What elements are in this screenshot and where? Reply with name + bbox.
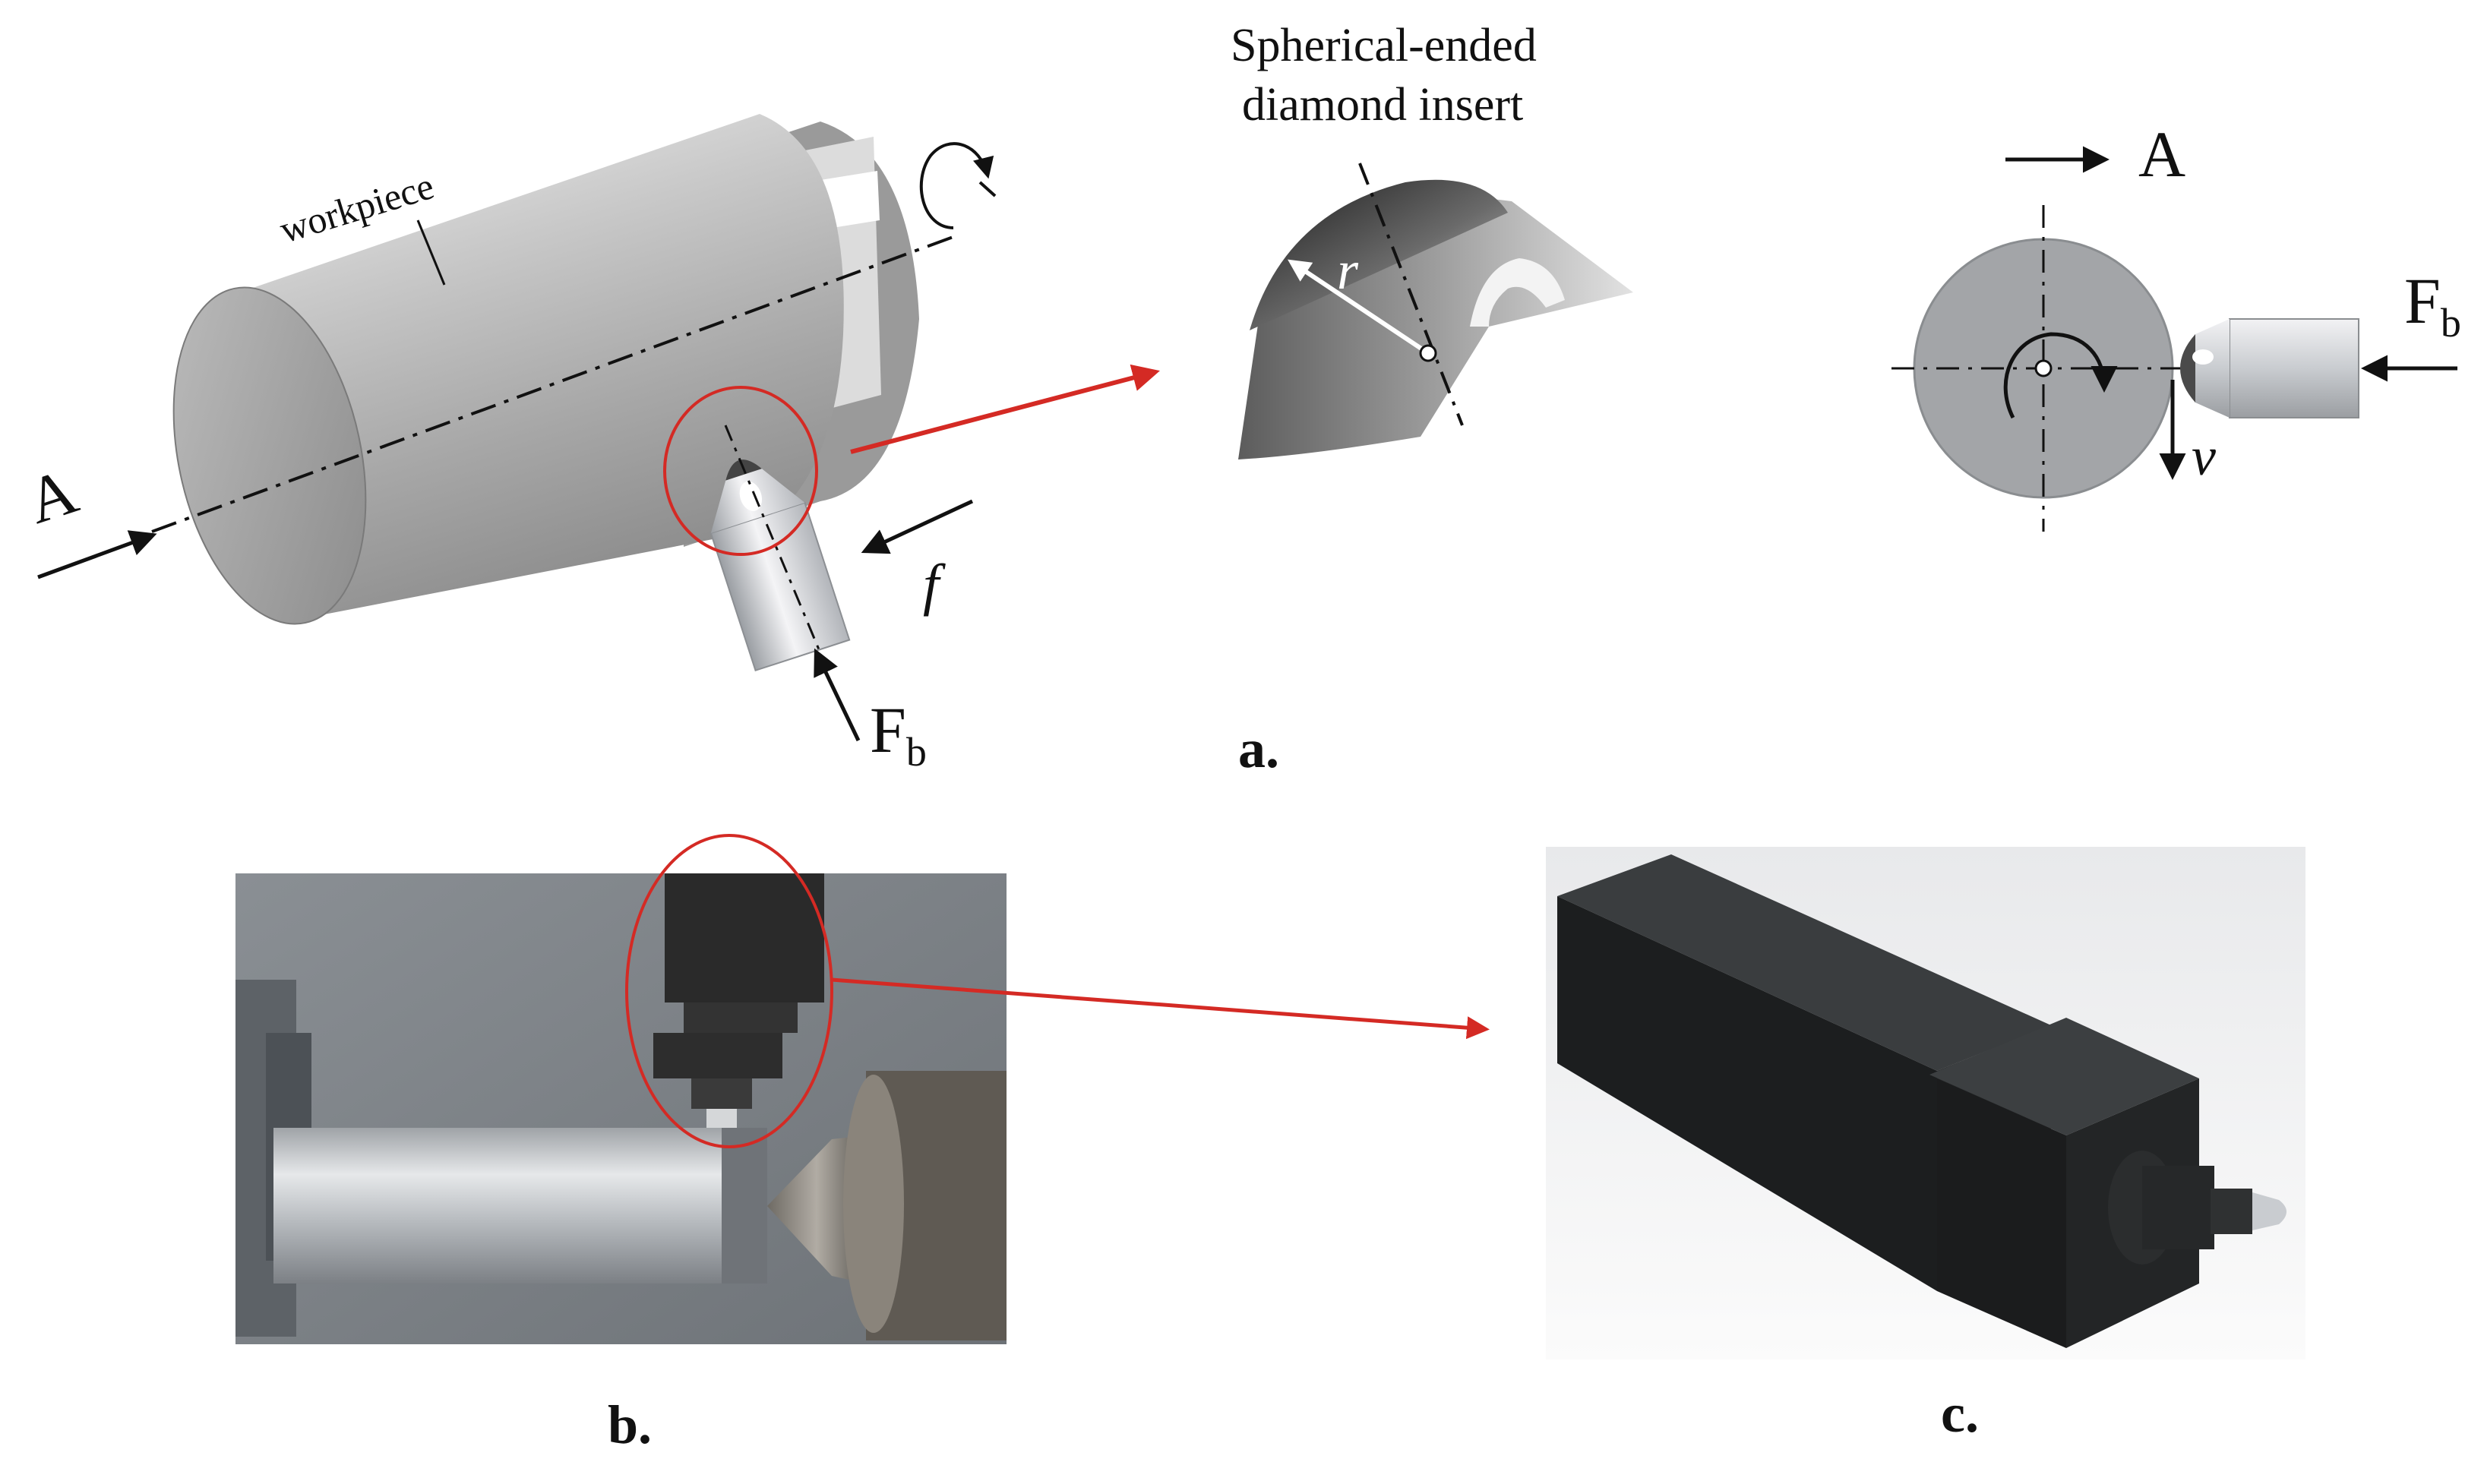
panel-b-photo — [235, 834, 1007, 1344]
side-force-label: Fb — [2404, 264, 2461, 346]
workpiece-front-face — [172, 286, 367, 625]
insert-title-line1: Spherical-ended — [1231, 20, 1537, 71]
panel-c-photo — [1546, 847, 2305, 1359]
burnishing-tool-side — [2180, 318, 2359, 418]
rotation-arrow-icon — [919, 142, 994, 229]
photo-tool-shank — [1557, 854, 2051, 1071]
photo-tailstock-centre — [767, 1135, 866, 1284]
feed-arrow — [861, 499, 974, 554]
insert-title-line2: diamond insert — [1242, 79, 1523, 131]
axis-label-a: A — [18, 454, 86, 538]
callout-arrow — [850, 364, 1160, 454]
photo-tool-tip — [2252, 1192, 2286, 1230]
insert-detail-view: Spherical-ended diamond insert r — [1231, 20, 1633, 459]
caption-c: c. — [1941, 1383, 1979, 1444]
velocity-label: v — [2192, 426, 2216, 487]
force-label: Fb — [870, 693, 927, 775]
view-a-section: A Fb v — [1891, 118, 2461, 532]
caption-a: a. — [1238, 718, 1279, 779]
caption-b: b. — [608, 1394, 652, 1455]
radius-arrow — [1288, 259, 1430, 355]
view-a-label: A — [2138, 118, 2185, 191]
contact-zone-callout — [663, 386, 818, 556]
feed-label: f — [923, 553, 946, 617]
burnishing-tool-3d — [709, 459, 851, 672]
workpiece-body — [251, 114, 844, 623]
tool-axis-line — [724, 425, 822, 654]
workpiece-leader-line — [416, 219, 446, 286]
photo-tool-callout — [625, 834, 833, 1148]
rotation-arrow-icon — [2003, 332, 2118, 419]
axis-direction-arrow — [37, 530, 157, 579]
burnishing-force-arrow — [814, 648, 861, 742]
insert-spherical-cap — [1250, 179, 1508, 330]
photo-tool-holder — [665, 873, 824, 1002]
workpiece-3d-view: workpiece A f Fb — [18, 114, 1160, 775]
radius-label: r — [1337, 240, 1359, 301]
photo-workpiece-shaft — [273, 1128, 767, 1284]
panel-b-to-c-arrow — [831, 977, 1490, 1040]
